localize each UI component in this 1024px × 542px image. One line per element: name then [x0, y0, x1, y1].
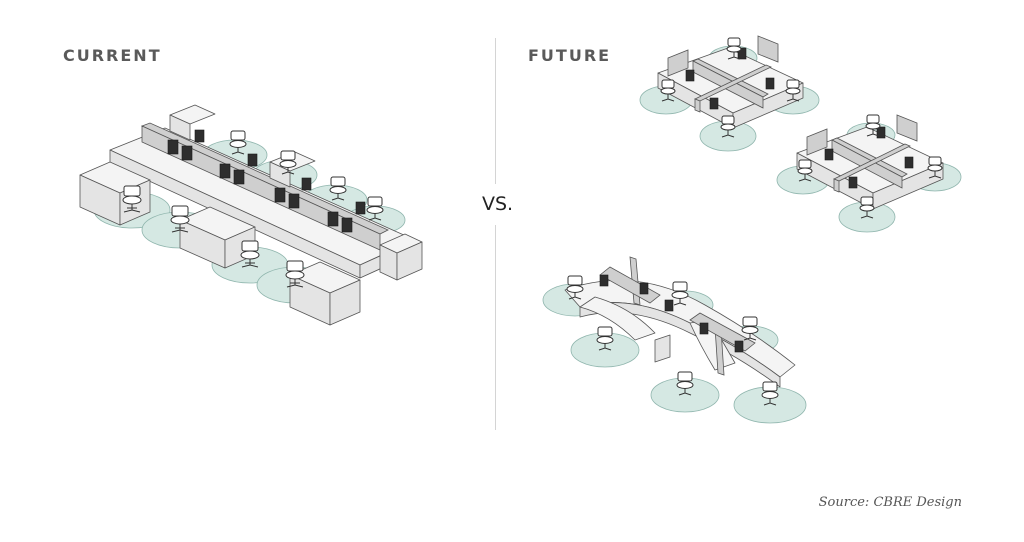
office-chairs: [797, 114, 943, 219]
office-chairs: [566, 275, 779, 406]
source-caption: Source: CBRE Design: [818, 495, 962, 510]
bench-desks: [79, 104, 423, 326]
future-heading: FUTURE: [528, 46, 612, 65]
monitors: [824, 126, 914, 189]
desk-pods: [657, 35, 804, 129]
curved-desks: [564, 256, 796, 388]
monitors: [599, 274, 744, 353]
future-curved-bench-illustration: [542, 256, 807, 424]
current-workstation-bench-illustration: [79, 104, 423, 326]
monitors: [167, 129, 366, 233]
vs-label: VS.: [482, 193, 514, 215]
monitors: [685, 47, 775, 110]
divider-line-top: [495, 38, 496, 184]
divider-line-bottom: [495, 225, 496, 430]
current-heading: CURRENT: [63, 46, 162, 65]
future-pinwheel-cluster-bottom-illustration: [776, 114, 962, 233]
office-chairs: [660, 37, 801, 138]
future-pinwheel-cluster-top-illustration: [639, 35, 820, 152]
office-chairs: [122, 130, 384, 288]
